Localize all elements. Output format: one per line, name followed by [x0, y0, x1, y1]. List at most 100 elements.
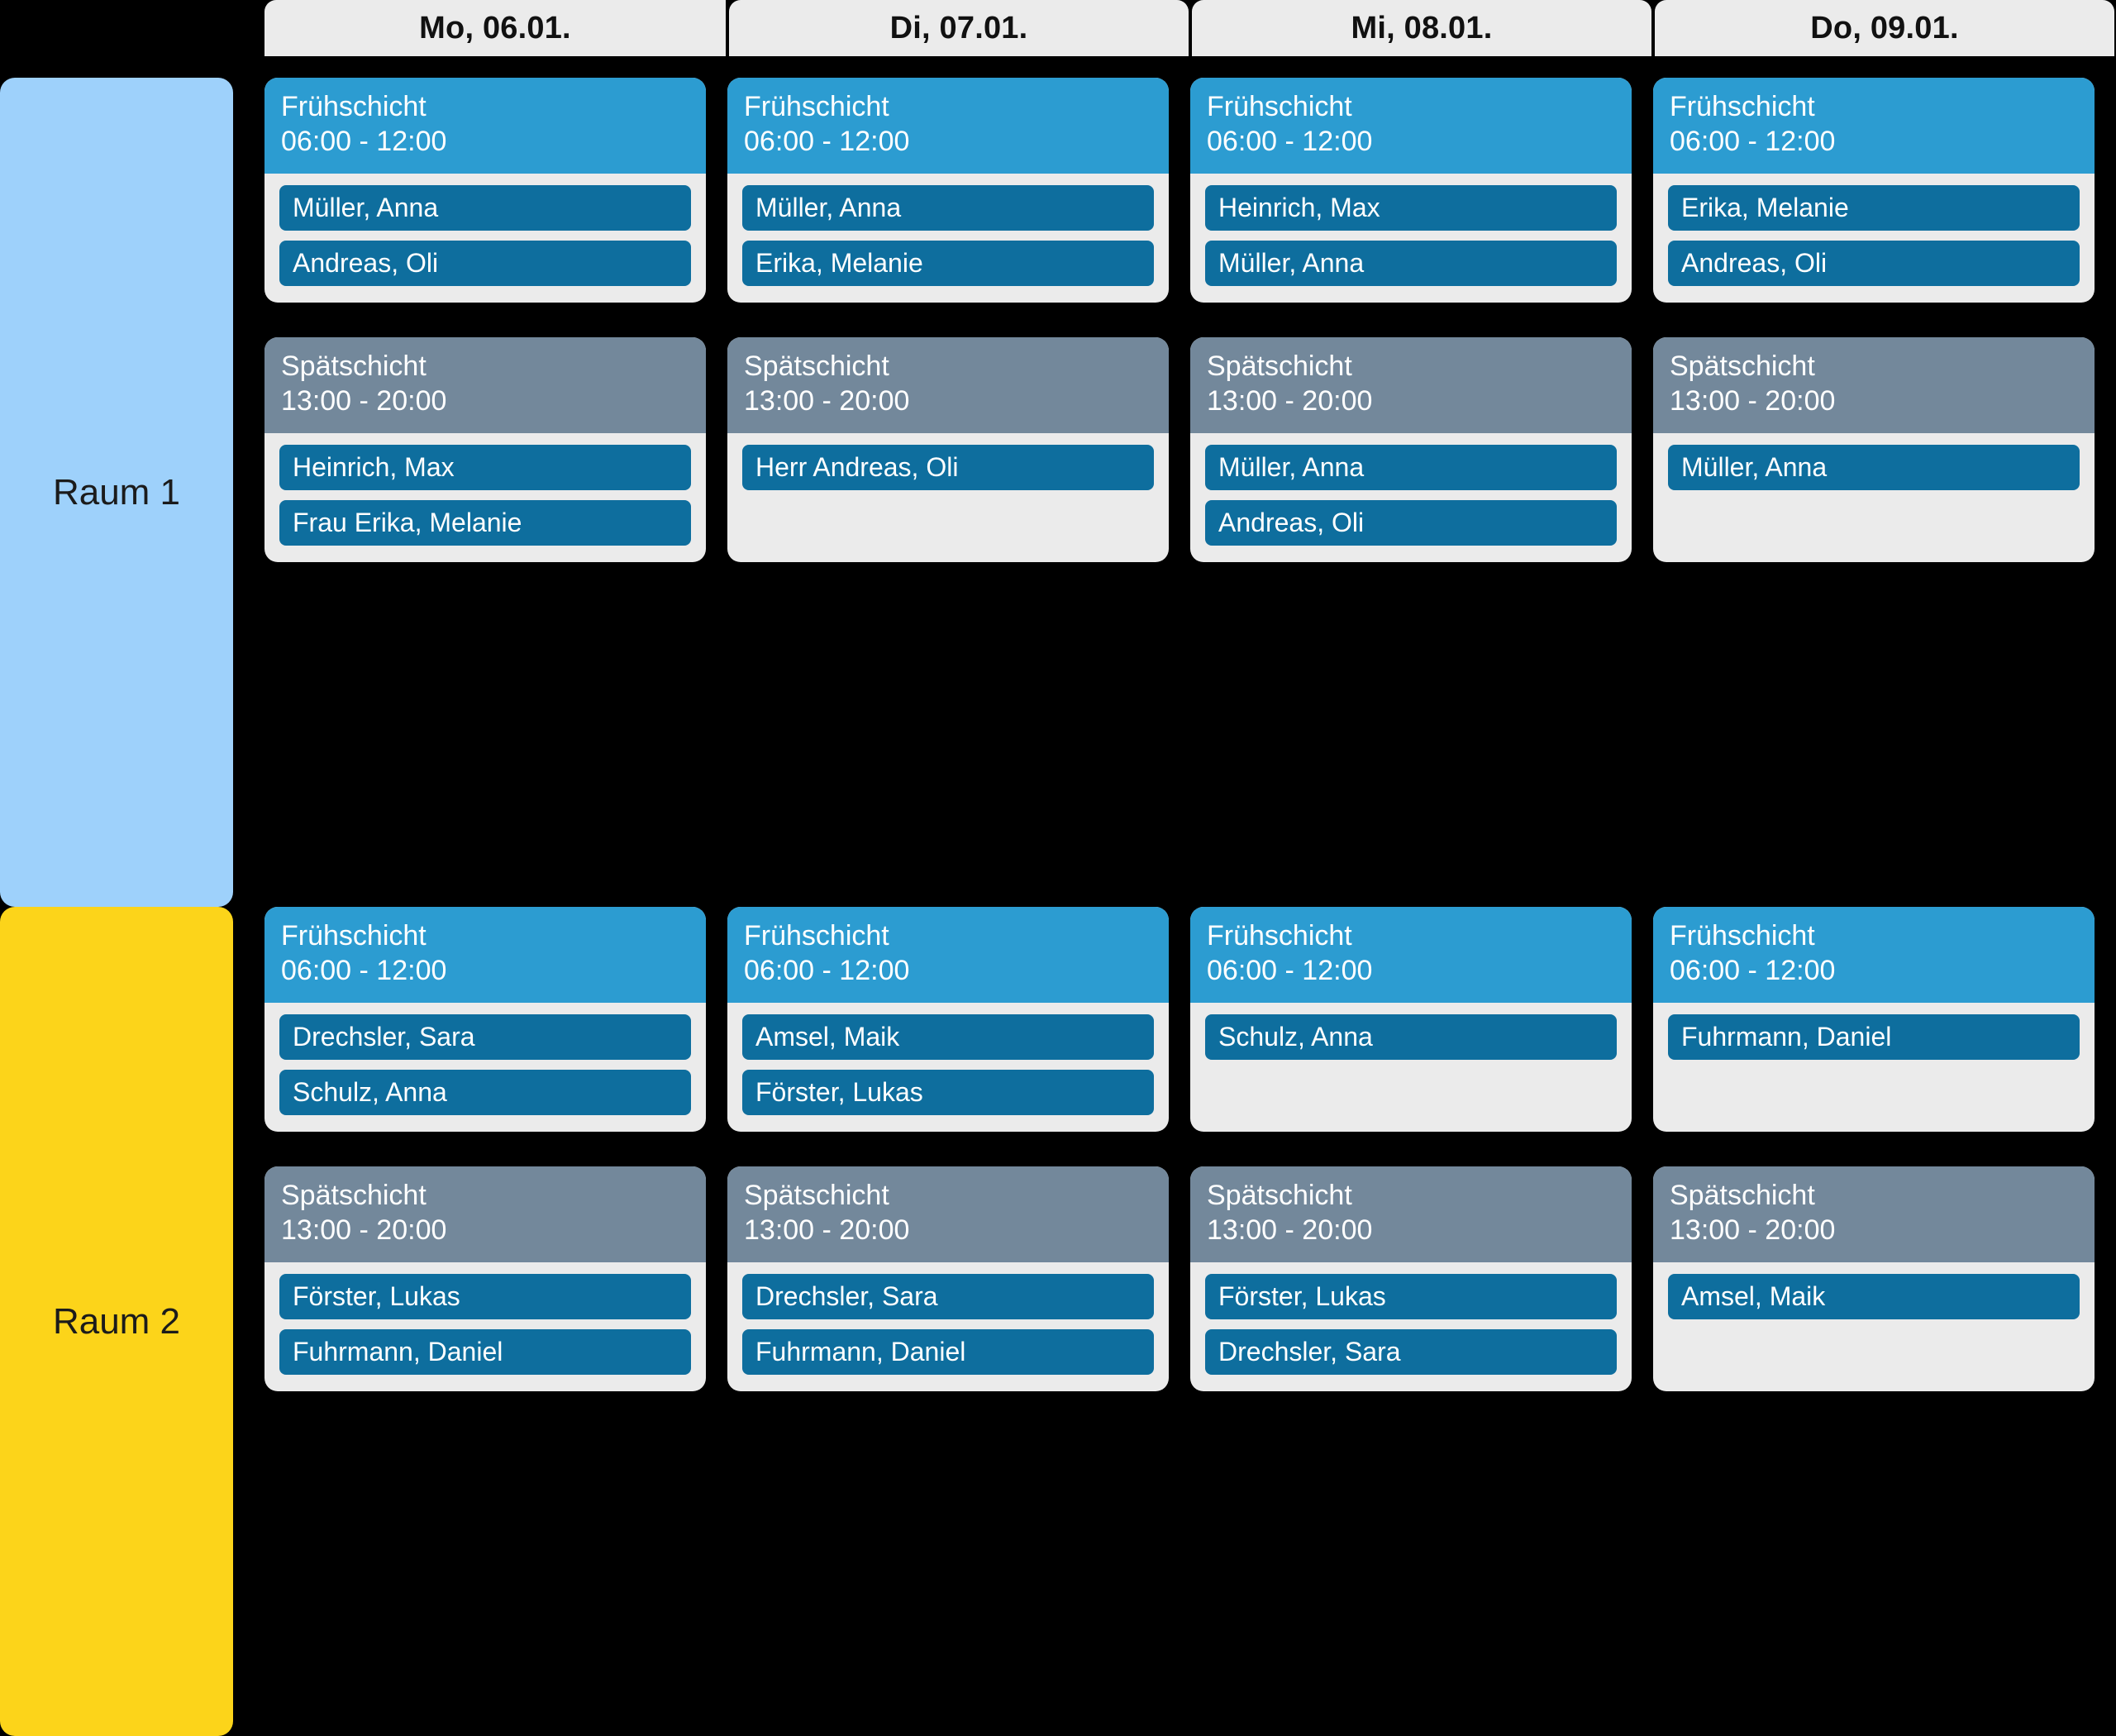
assignee-chip[interactable]: Drechsler, Sara	[279, 1014, 691, 1061]
room-label-text: Raum 1	[52, 471, 181, 513]
assignee-chip[interactable]: Amsel, Maik	[742, 1014, 1154, 1061]
room-label-raum-1[interactable]: Raum 1	[0, 78, 233, 907]
assignee-chip[interactable]: Drechsler, Sara	[1205, 1329, 1617, 1376]
shift-time: 13:00 - 20:00	[1670, 1214, 1836, 1247]
shift-time: 13:00 - 20:00	[1207, 1214, 1373, 1247]
shift-time: 06:00 - 12:00	[281, 955, 447, 987]
assignee-chip[interactable]: Fuhrmann, Daniel	[742, 1329, 1154, 1376]
assignee-chip[interactable]: Fuhrmann, Daniel	[1668, 1014, 2080, 1061]
assignee-chip[interactable]: Müller, Anna	[1668, 445, 2080, 491]
assignee-chip[interactable]: Erika, Melanie	[742, 241, 1154, 287]
shift-name: Spätschicht	[1670, 351, 1815, 382]
assignee-chip[interactable]: Heinrich, Max	[1205, 185, 1617, 231]
shift-time: 06:00 - 12:00	[1207, 126, 1373, 158]
shift-name: Spätschicht	[744, 351, 889, 382]
shift-time: 13:00 - 20:00	[281, 1214, 447, 1247]
assignee-chip[interactable]: Förster, Lukas	[1205, 1274, 1617, 1320]
shift-assignee-list: Fuhrmann, Daniel	[1653, 1003, 2095, 1132]
shift-time: 06:00 - 12:00	[1207, 955, 1373, 987]
assignee-chip[interactable]: Drechsler, Sara	[742, 1274, 1154, 1320]
assignee-chip[interactable]: Fuhrmann, Daniel	[279, 1329, 691, 1376]
shift-card-header: Frühschicht 06:00 - 12:00	[1190, 907, 1632, 1004]
day-header-mo[interactable]: Mo, 06.01.	[264, 0, 726, 56]
shift-assignee-list: Müller, Anna	[1653, 433, 2095, 562]
assignee-chip[interactable]: Müller, Anna	[1205, 241, 1617, 287]
day-header-di[interactable]: Di, 07.01.	[729, 0, 1189, 56]
assignee-chip[interactable]: Andreas, Oli	[1668, 241, 2080, 287]
shift-time: 06:00 - 12:00	[281, 126, 447, 158]
assignee-chip[interactable]: Müller, Anna	[1205, 445, 1617, 491]
assignee-chip[interactable]: Herr Andreas, Oli	[742, 445, 1154, 491]
shift-time: 13:00 - 20:00	[744, 385, 910, 417]
shift-name: Frühschicht	[1207, 920, 1352, 951]
shift-assignee-list: Amsel, Maik	[1653, 1262, 2095, 1391]
assignee-chip[interactable]: Schulz, Anna	[1205, 1014, 1617, 1061]
day-header-label: Do, 09.01.	[1810, 10, 1959, 45]
assignee-chip[interactable]: Schulz, Anna	[279, 1070, 691, 1116]
assignee-chip[interactable]: Andreas, Oli	[279, 241, 691, 287]
assignee-chip[interactable]: Förster, Lukas	[279, 1274, 691, 1320]
shift-assignee-list: Herr Andreas, Oli	[727, 433, 1169, 562]
assignee-chip[interactable]: Förster, Lukas	[742, 1070, 1154, 1116]
shift-name: Frühschicht	[1670, 920, 1815, 951]
room-label-raum-2[interactable]: Raum 2	[0, 907, 233, 1736]
assignee-chip[interactable]: Frau Erika, Melanie	[279, 500, 691, 546]
assignee-chip[interactable]: Andreas, Oli	[1205, 500, 1617, 546]
shift-time: 06:00 - 12:00	[1670, 955, 1836, 987]
day-header-do[interactable]: Do, 09.01.	[1655, 0, 2114, 56]
assignee-chip[interactable]: Müller, Anna	[742, 185, 1154, 231]
assignee-chip[interactable]: Heinrich, Max	[279, 445, 691, 491]
day-header-mi[interactable]: Mi, 08.01.	[1192, 0, 1651, 56]
shift-time: 13:00 - 20:00	[744, 1214, 910, 1247]
assignee-chip[interactable]: Müller, Anna	[279, 185, 691, 231]
shift-time: 13:00 - 20:00	[281, 385, 447, 417]
assignee-chip[interactable]: Erika, Melanie	[1668, 185, 2080, 231]
shift-name: Frühschicht	[1670, 91, 1815, 122]
shift-time: 13:00 - 20:00	[1670, 385, 1836, 417]
shift-name: Spätschicht	[744, 1180, 889, 1211]
day-header-label: Di, 07.01.	[889, 10, 1028, 45]
assignee-chip[interactable]: Amsel, Maik	[1668, 1274, 2080, 1320]
shift-name: Spätschicht	[1670, 1180, 1815, 1211]
